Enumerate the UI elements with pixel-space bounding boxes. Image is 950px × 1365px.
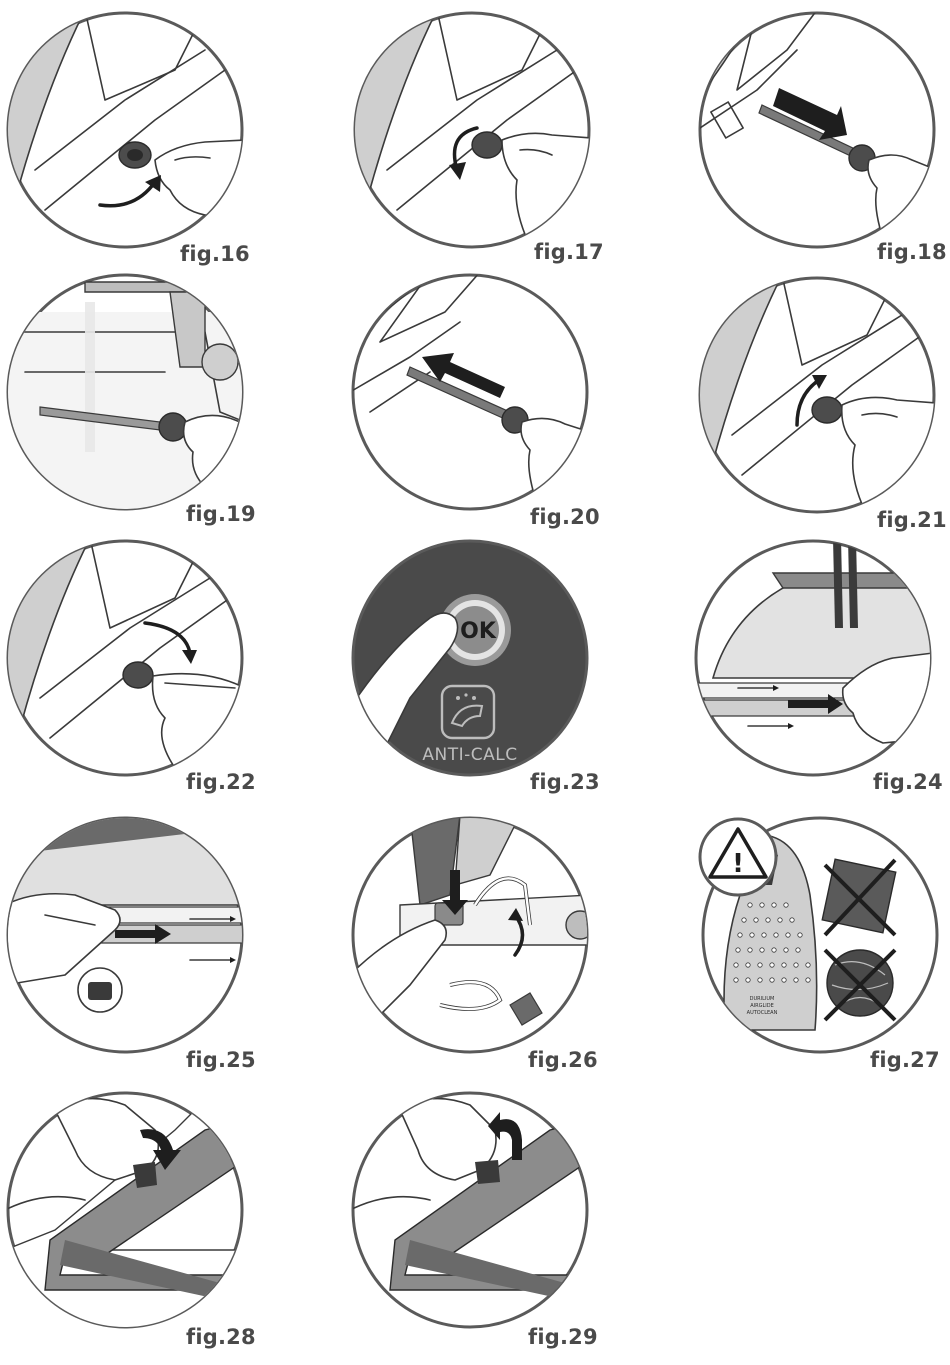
soleplate-text-3: AUTOCLEAN <box>747 1010 778 1016</box>
figure-label: fig.16 <box>180 242 250 266</box>
figure-label: fig.26 <box>528 1048 598 1072</box>
figure-17 <box>352 10 592 250</box>
figure-20 <box>350 272 590 512</box>
warning-icon: ! <box>700 819 776 895</box>
figure-label: fig.25 <box>186 1048 256 1072</box>
warning-symbol: ! <box>732 849 744 879</box>
anti-calc-caption: ANTI-CALC <box>422 745 517 765</box>
figure-16 <box>5 10 245 250</box>
figure-25 <box>5 815 245 1055</box>
figure-23: OK ANTI-CALC <box>350 538 590 778</box>
soleplate-text-2: AIRGLIDE <box>750 1003 774 1009</box>
figure-26 <box>350 815 590 1055</box>
figure-21 <box>697 275 937 515</box>
figure-28 <box>5 1090 245 1330</box>
figure-label: fig.19 <box>186 502 256 526</box>
ok-button-text: OK <box>460 619 497 644</box>
figure-19 <box>5 272 245 512</box>
figure-label: fig.21 <box>877 508 947 532</box>
figure-27: DURILIUM AIRGLIDE AUTOCLEAN ! <box>700 815 940 1055</box>
figure-label: fig.24 <box>873 770 943 794</box>
figure-label: fig.20 <box>530 505 600 529</box>
figure-18 <box>697 10 937 250</box>
figure-label: fig.22 <box>186 770 256 794</box>
figure-label: fig.28 <box>186 1325 256 1349</box>
soleplate-text-1: DURILIUM <box>750 996 775 1002</box>
figure-22 <box>5 538 245 778</box>
figure-label: fig.23 <box>530 770 600 794</box>
figure-24 <box>693 538 933 778</box>
figure-label: fig.29 <box>528 1325 598 1349</box>
figure-label: fig.27 <box>870 1048 940 1072</box>
figure-label: fig.18 <box>877 240 947 264</box>
figure-29 <box>350 1090 590 1330</box>
figure-label: fig.17 <box>534 240 604 264</box>
